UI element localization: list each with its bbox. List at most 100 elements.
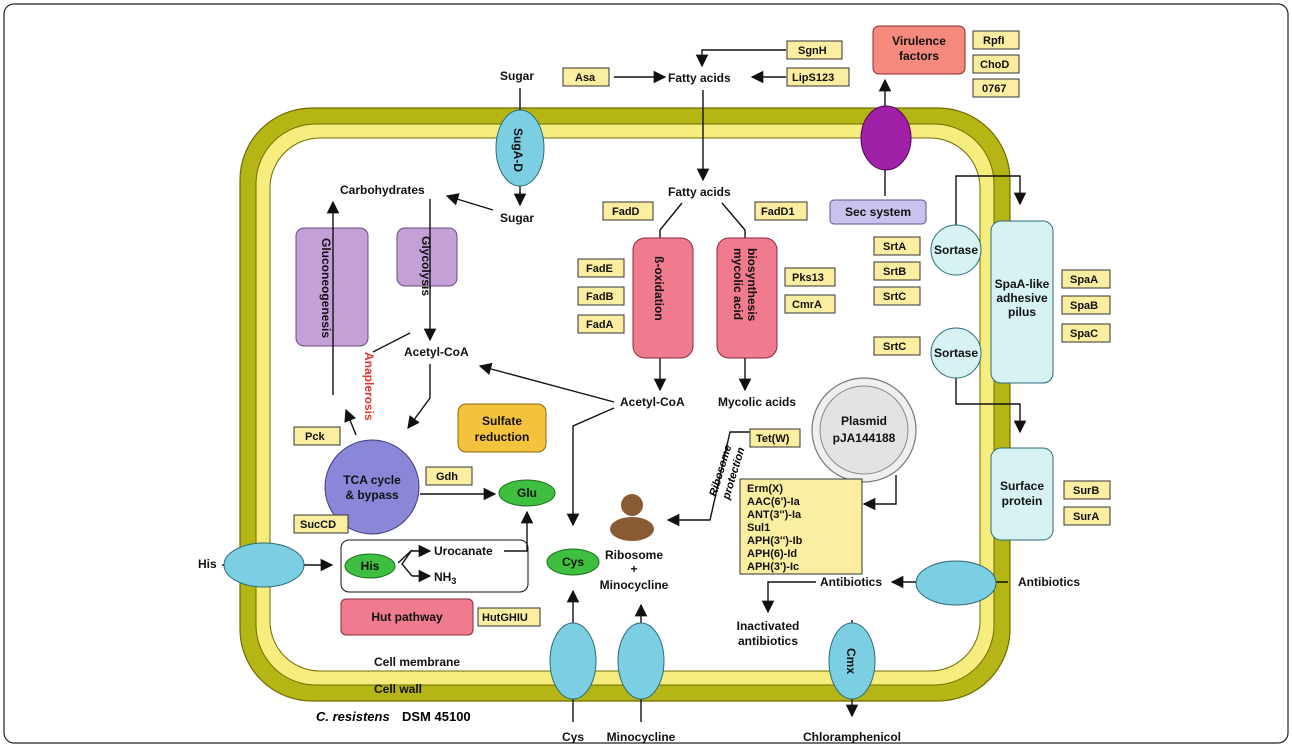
minocycline-transporter [617, 622, 665, 700]
sortase-to-surface-arrow [955, 378, 1027, 434]
ribosome-label-3: Minocycline [600, 578, 669, 592]
gene-fadd1-label: FadD1 [761, 206, 795, 218]
virulence-label-2: factors [899, 49, 939, 63]
cmx-transporter [828, 622, 876, 700]
antibiotic-inactivation-arrow [761, 581, 816, 614]
cell-wall-label: Cell wall [374, 682, 422, 696]
gene-lips123-label: LipS123 [792, 72, 834, 84]
gene-sura [1063, 506, 1111, 526]
gene-pks13-label: Pks13 [792, 272, 824, 284]
gene-tetw [749, 428, 801, 448]
plasmid-inner [819, 385, 909, 475]
ribosome-large [610, 517, 654, 541]
pilus-label-3: pilus [1008, 305, 1036, 319]
sec-channel [860, 105, 912, 171]
sortase-2-label: Sortase [934, 346, 978, 360]
gene-fadd-label: FadD [612, 206, 640, 218]
gene-spaa-label: SpaA [1070, 274, 1098, 286]
mycolic-acid-pathway [716, 237, 778, 359]
tca-cycle [324, 439, 420, 535]
carbohydrates: Carbohydrates [340, 183, 425, 197]
resistance-gene-6: APH(3')-Ic [747, 561, 799, 573]
acetyl-coa-right: Acetyl-CoA [620, 395, 685, 409]
urocanate-to-glu-arrow [504, 510, 534, 552]
gene-hutghiu [477, 607, 541, 627]
sulfate-label-1: Sulfate [482, 414, 522, 428]
inactivated-2: antibiotics [738, 634, 798, 648]
tca-label-2: & bypass [345, 488, 399, 502]
resistance-gene-5: APH(6)-Id [747, 548, 797, 560]
sortase-1-label: Sortase [934, 243, 978, 257]
surface-protein [990, 447, 1054, 541]
gene-surb-label: SurB [1073, 485, 1099, 497]
sugar-outside: Sugar [500, 69, 534, 83]
surface-label-2: protein [1002, 494, 1043, 508]
pilus-label-1: SpaA-like [995, 277, 1050, 291]
gene-fadb-label: FadB [586, 291, 614, 303]
glycolysis-label: Glycolysis [419, 236, 433, 296]
sugar-inside: Sugar [500, 211, 534, 225]
gene-spab [1061, 295, 1111, 315]
beta-oxidation-pathway [632, 237, 694, 359]
sortase-2 [930, 327, 982, 379]
his-transporter [223, 542, 305, 588]
hut-pathway [340, 598, 474, 636]
gene-hutghiu-label: HutGHIU [482, 612, 528, 624]
strain-label: DSM 45100 [402, 709, 471, 724]
ribosome-small [621, 494, 643, 516]
spaa-pilus [990, 220, 1054, 384]
fatty-acids-outside: Fatty acids [668, 71, 731, 85]
gene-srtc-1-label: SrtC [883, 291, 906, 303]
hut-label: Hut pathway [371, 610, 443, 624]
gene-srtc-1 [873, 286, 921, 306]
gene-fade-label: FadE [586, 263, 613, 275]
resistance-gene-1: AAC(6')-Ia [747, 496, 801, 508]
plasmid-label-1: Plasmid [841, 414, 887, 428]
mycolic-acids: Mycolic acids [718, 395, 796, 409]
ribosome-label-2: + [630, 562, 637, 576]
gene-chod [972, 54, 1020, 74]
gene-fada [577, 314, 625, 334]
chloramphenicol: Chloramphenicol [803, 730, 901, 744]
suga-d-transporter [495, 109, 545, 187]
gene-spac-label: SpaC [1070, 328, 1098, 340]
gene-pck [293, 426, 341, 446]
hut-box [340, 539, 529, 593]
gene-0767 [972, 78, 1020, 98]
sec-system [829, 199, 927, 225]
cys-transporter [549, 622, 597, 700]
his-split [397, 549, 413, 577]
gene-spac [1061, 323, 1111, 343]
acetyl-to-tca-arrow [407, 364, 431, 430]
resistance-gene-2: ANT(3'')-Ia [747, 509, 802, 521]
sec-system-label: Sec system [845, 205, 911, 219]
glu-label: Glu [517, 486, 537, 500]
sgnh-arrow [695, 49, 786, 68]
glu-metabolite [498, 479, 556, 507]
resistance-gene-box [739, 478, 863, 575]
mycolic-label-2: biosynthesis [745, 248, 759, 322]
fatty-acids-inside: Fatty acids [668, 185, 731, 199]
plasmid-to-resistance-arrow [862, 475, 897, 511]
gene-fadd [602, 201, 654, 221]
cell-membrane-label: Cell membrane [374, 655, 460, 669]
nh3: NH3 [434, 570, 456, 586]
gene-fadd1 [754, 201, 808, 221]
gene-asa [562, 67, 610, 87]
antibiotics-inside: Antibiotics [820, 575, 882, 589]
gene-0767-label: 0767 [982, 83, 1006, 95]
resistance-gene-3: Sul1 [747, 522, 770, 534]
antibiotic-transporter [915, 560, 997, 606]
gene-spaa [1061, 269, 1111, 289]
urocanate: Urocanate [434, 544, 493, 558]
sulfate-label-2: reduction [475, 430, 530, 444]
suga-d-label: SugA-D [511, 128, 525, 172]
gene-spab-label: SpaB [1070, 300, 1098, 312]
minocycline-outside: Minocycline [607, 730, 676, 744]
sortase-to-pilus-arrow [955, 175, 1027, 228]
inactivated-1: Inactivated [737, 619, 800, 633]
ribosome-label-1: Ribosome [605, 548, 663, 562]
cys-inside: Cys [562, 555, 584, 569]
gene-fadb [577, 286, 625, 306]
